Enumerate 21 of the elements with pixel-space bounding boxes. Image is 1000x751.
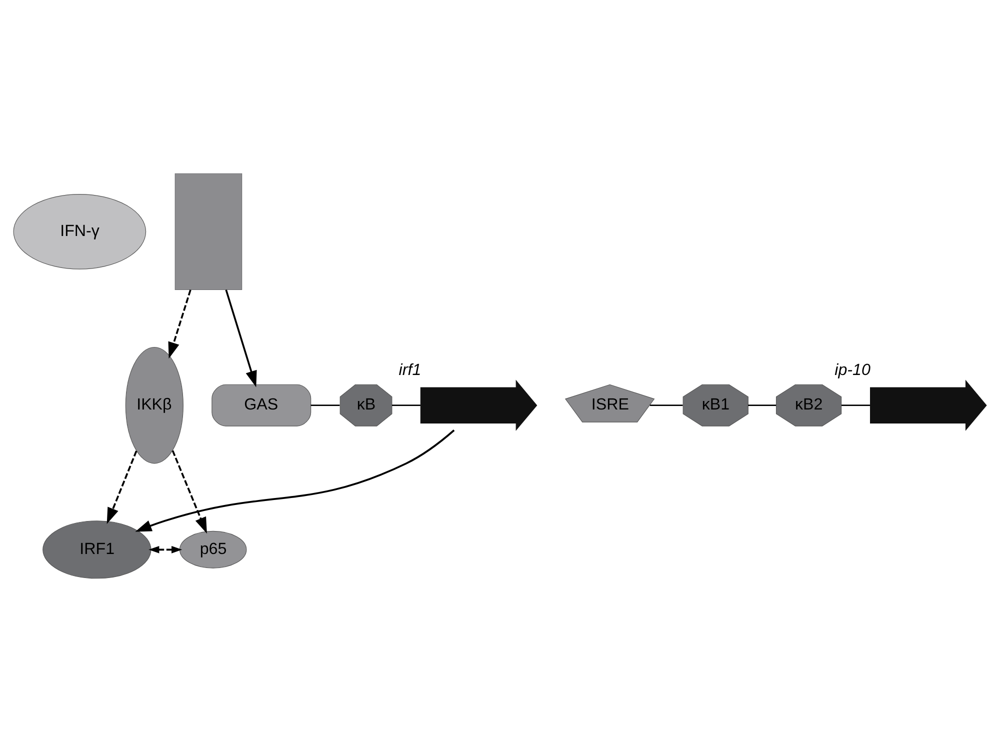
node-ellipse: IFN-γ <box>13 194 146 269</box>
arrow <box>168 289 192 358</box>
arrow <box>106 450 138 524</box>
node-ellipse: IKKβ <box>125 346 184 464</box>
node-arrow <box>870 379 987 430</box>
connector <box>310 404 340 406</box>
node-box <box>174 172 242 290</box>
node-box: GAS <box>212 384 312 426</box>
node-ellipse: IRF1 <box>42 520 152 578</box>
node-ellipse: p65 <box>179 530 247 568</box>
connector <box>841 404 870 406</box>
node-arrow <box>420 379 538 430</box>
connector <box>650 404 683 406</box>
connector <box>748 404 776 406</box>
arrow <box>148 545 182 553</box>
connector <box>392 404 420 406</box>
arrow <box>172 450 207 534</box>
node-label: irf1 <box>398 360 422 379</box>
node-label: ip-10 <box>834 360 870 379</box>
arrow <box>225 289 257 387</box>
arrow <box>135 429 455 532</box>
